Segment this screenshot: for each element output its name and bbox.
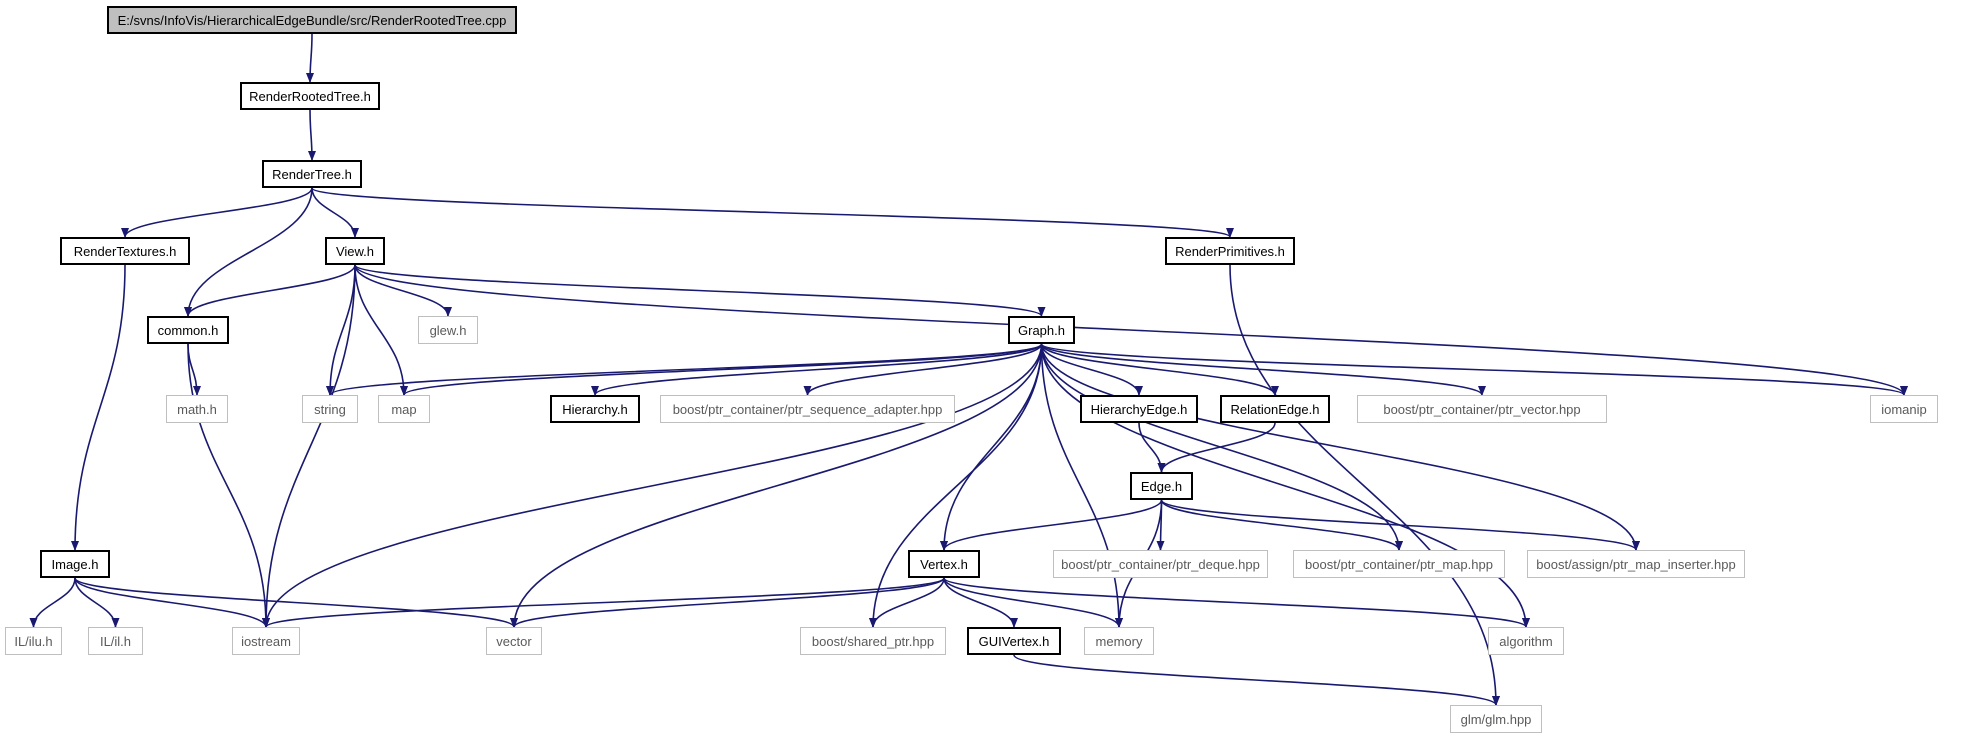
edge-graph-to-algorithm <box>1040 343 1530 628</box>
edge-vertex-to-memory <box>943 577 1123 628</box>
edge-vertex-to-shptr <box>869 577 945 628</box>
edge-view-to-common <box>184 264 356 317</box>
node-iostream: iostream <box>232 627 300 655</box>
edge-edge-to-pmap <box>1160 499 1403 551</box>
edge-view-to-string <box>326 264 356 396</box>
edge-graph-to-vector <box>510 343 1043 628</box>
edge-common-to-iostream <box>187 343 270 628</box>
edge-rt-to-rtex <box>121 187 313 238</box>
node-rrt[interactable]: RenderRootedTree.h <box>240 82 380 110</box>
edge-rt-to-rprim <box>311 187 1234 238</box>
edge-graph-to-redge <box>1040 343 1279 396</box>
edge-root-to-rrt <box>306 33 315 83</box>
edge-vertex-to-guiv <box>943 577 1018 628</box>
node-pdeque: boost/ptr_container/ptr_deque.hpp <box>1053 550 1268 578</box>
edge-vertex-to-vector <box>510 577 945 628</box>
node-iomanip: iomanip <box>1870 395 1938 423</box>
node-glew: glew.h <box>418 316 478 344</box>
node-vector: vector <box>486 627 542 655</box>
node-pvec: boost/ptr_container/ptr_vector.hpp <box>1357 395 1607 423</box>
node-shptr: boost/shared_ptr.hpp <box>800 627 946 655</box>
edge-graph-to-seq <box>803 343 1043 396</box>
edge-view-to-iomanip <box>354 264 1908 396</box>
edge-redge-to-edge <box>1157 422 1276 473</box>
edge-graph-to-vertex <box>940 343 1043 551</box>
node-glm: glm/glm.hpp <box>1450 705 1542 733</box>
edge-vertex-to-iostream <box>262 577 945 628</box>
node-hedge[interactable]: HierarchyEdge.h <box>1080 395 1198 423</box>
node-memory: memory <box>1084 627 1154 655</box>
edge-view-to-iostream <box>262 264 356 628</box>
edge-graph-to-map <box>400 343 1043 396</box>
node-redge[interactable]: RelationEdge.h <box>1220 395 1330 423</box>
edge-graph-to-memory <box>1040 343 1123 628</box>
edge-rt-to-common <box>184 187 313 317</box>
edge-image-to-iostream <box>74 577 270 628</box>
edge-graph-to-iomanip <box>1040 343 1908 396</box>
edge-image-to-ilu <box>29 577 76 628</box>
node-edge[interactable]: Edge.h <box>1130 472 1193 500</box>
node-il: IL/il.h <box>88 627 143 655</box>
node-image[interactable]: Image.h <box>40 550 110 578</box>
node-math: math.h <box>166 395 228 423</box>
edge-image-to-il <box>74 577 120 628</box>
edge-edge-to-vertex <box>940 499 1163 551</box>
node-guiv[interactable]: GUIVertex.h <box>967 627 1061 655</box>
node-root[interactable]: E:/svns/InfoVis/HierarchicalEdgeBundle/s… <box>107 6 517 34</box>
edge-rrt-to-rt <box>307 109 316 161</box>
node-rtex[interactable]: RenderTextures.h <box>60 237 190 265</box>
edge-graph-to-pmi <box>1040 343 1640 551</box>
edge-rtex-to-image <box>71 264 126 551</box>
edge-image-to-vector <box>74 577 518 628</box>
edge-guiv-to-glm <box>1013 654 1500 706</box>
edge-graph-to-pvec <box>1040 343 1486 396</box>
edge-vertex-to-algorithm <box>943 577 1530 628</box>
edge-edge-to-pmi <box>1160 499 1640 551</box>
edge-view-to-glew <box>354 264 452 317</box>
node-graph[interactable]: Graph.h <box>1008 316 1075 344</box>
edge-hedge-to-edge <box>1138 422 1166 473</box>
edge-graph-to-hedge <box>1040 343 1143 396</box>
edge-rt-to-view <box>311 187 359 238</box>
edge-view-to-graph <box>354 264 1046 317</box>
node-rt[interactable]: RenderTree.h <box>262 160 362 188</box>
node-view[interactable]: View.h <box>325 237 385 265</box>
edge-graph-to-iostream <box>262 343 1043 628</box>
node-pmap: boost/ptr_container/ptr_map.hpp <box>1293 550 1505 578</box>
edge-graph-to-string <box>326 343 1043 396</box>
edge-view-to-map <box>354 264 408 396</box>
node-string: string <box>302 395 358 423</box>
edge-graph-to-shptr <box>869 343 1043 628</box>
node-hier[interactable]: Hierarchy.h <box>550 395 640 423</box>
node-rprim[interactable]: RenderPrimitives.h <box>1165 237 1295 265</box>
node-vertex[interactable]: Vertex.h <box>908 550 980 578</box>
edge-rprim-to-glm <box>1229 264 1500 706</box>
node-pmi: boost/assign/ptr_map_inserter.hpp <box>1527 550 1745 578</box>
node-map: map <box>378 395 430 423</box>
node-ilu: IL/ilu.h <box>5 627 62 655</box>
node-algorithm: algorithm <box>1488 627 1564 655</box>
node-seq: boost/ptr_container/ptr_sequence_adapter… <box>660 395 955 423</box>
node-common[interactable]: common.h <box>147 316 229 344</box>
edge-graph-to-hier <box>591 343 1043 396</box>
